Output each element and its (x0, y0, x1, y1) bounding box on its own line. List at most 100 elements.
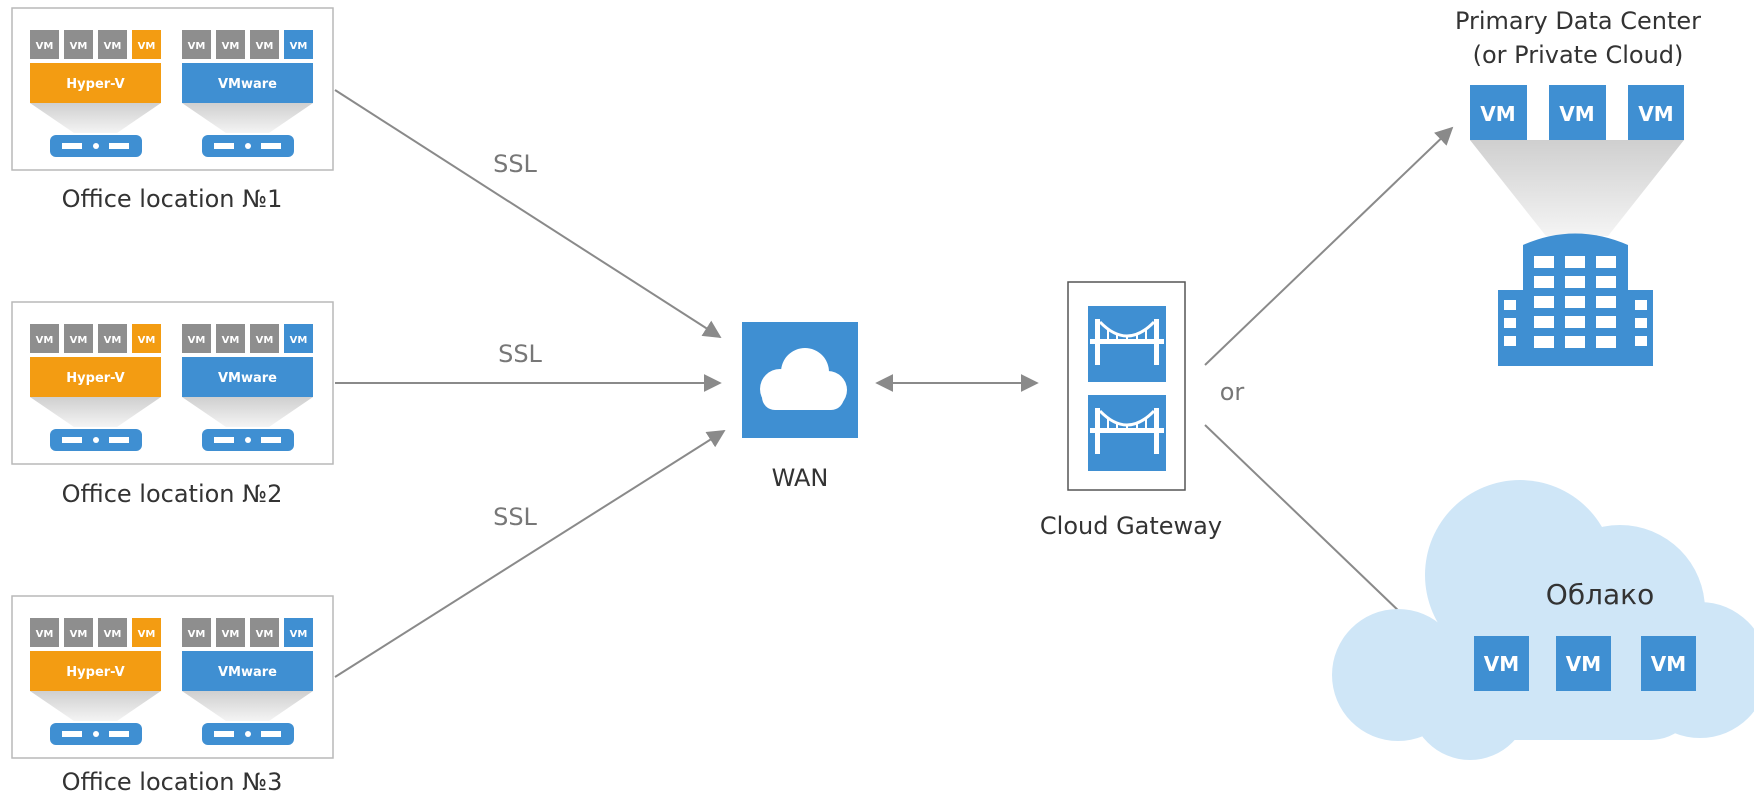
hyperv-label: Hyper-V (66, 371, 124, 386)
gateway-label: Cloud Gateway (1040, 512, 1222, 540)
vm-tile (216, 618, 245, 647)
vm-label: VM (222, 629, 240, 640)
vm-tile (284, 30, 313, 59)
hyperv-label: Hyper-V (66, 77, 124, 92)
beam (30, 397, 161, 427)
vm-tile (182, 324, 211, 353)
ssl-link-1 (334, 89, 722, 338)
vm-tile (132, 30, 161, 59)
beam (1470, 140, 1684, 236)
vm-tile (98, 618, 127, 647)
vm-tile (98, 30, 127, 59)
server-icon (202, 135, 294, 157)
vm-label: VM (290, 335, 308, 346)
vm-label: VM (138, 629, 156, 640)
vm-tile (98, 324, 127, 353)
cloud-node: Облако VM VM VM (1332, 480, 1754, 760)
beam (30, 103, 161, 133)
cloud-icon (760, 348, 847, 410)
hyperv-bar (30, 357, 161, 397)
cloud-label: Облако (1546, 578, 1654, 611)
cloud-shape-icon (1332, 480, 1754, 760)
office-location-2: VM VM VM VM Hyper-V VM VM VM VM VMwar (11, 301, 334, 465)
hyperv-bar (30, 63, 161, 103)
ssl-link-3 (334, 430, 726, 678)
vm-separator (1527, 85, 1549, 140)
vm-label: VM (1559, 102, 1594, 126)
vm-label: VM (104, 41, 122, 52)
hyperv-label: Hyper-V (66, 665, 124, 680)
vm-label: VM (1566, 652, 1601, 676)
vm-tile (64, 618, 93, 647)
vm-tile (30, 618, 59, 647)
vm-label: VM (36, 629, 54, 640)
vm-tile (250, 30, 279, 59)
server-icon (202, 723, 294, 745)
beam (182, 397, 313, 427)
vm-label: VM (36, 41, 54, 52)
vmware-label: VMware (218, 77, 277, 92)
datacenter-vm-bar (1470, 85, 1684, 140)
cloud-gateway-node (1067, 281, 1186, 491)
or-label: or (1220, 378, 1245, 406)
beam (182, 691, 313, 721)
vmware-bar (182, 651, 313, 691)
server-icon (202, 429, 294, 451)
bridge-icon (1088, 306, 1166, 382)
office-label-2: Office location №2 (62, 480, 283, 508)
vm-tile (216, 30, 245, 59)
hyperv-group: VM VM VM VM Hyper-V (30, 324, 161, 451)
vmware-bar (182, 63, 313, 103)
vm-separator (1606, 85, 1628, 140)
vm-label: VM (104, 629, 122, 640)
vm-label: VM (70, 629, 88, 640)
office-location-1: VM VM VM VM Hyper-V VM VM VM VM (11, 7, 334, 171)
vm-tile (132, 618, 161, 647)
ssl-label-2: SSL (498, 340, 542, 368)
ssl-label-1: SSL (493, 150, 537, 178)
vm-label: VM (290, 41, 308, 52)
datacenter-title-line2: (or Private Cloud) (1473, 41, 1684, 69)
vm-tile (216, 324, 245, 353)
vm-label: VM (188, 629, 206, 640)
vmware-group: VM VM VM VM VMware (182, 618, 313, 745)
beam (30, 691, 161, 721)
vm-tile (182, 30, 211, 59)
hyperv-group: VM VM VM VM Hyper-V (30, 618, 161, 745)
vm-label: VM (70, 335, 88, 346)
vm-label: VM (138, 335, 156, 346)
vm-tile (64, 30, 93, 59)
cloud-vm (1474, 636, 1529, 691)
ssl-label-3: SSL (493, 503, 537, 531)
hyperv-group: VM VM VM VM Hyper-V (30, 30, 161, 157)
vm-label: VM (188, 335, 206, 346)
vmware-label: VMware (218, 371, 277, 386)
cloud-vm (1641, 636, 1696, 691)
office-label-1: Office location №1 (62, 185, 283, 213)
vmware-group: VM VM VM VM VMware (182, 30, 313, 157)
datacenter-node: VM VM VM (1470, 85, 1684, 366)
vm-label: VM (70, 41, 88, 52)
office-label-3: Office location №3 (62, 768, 283, 795)
vm-tile (250, 618, 279, 647)
vm-tile (132, 324, 161, 353)
vm-label: VM (1484, 652, 1519, 676)
bridge-icon (1088, 395, 1166, 471)
vm-label: VM (188, 41, 206, 52)
building-icon (1498, 233, 1653, 366)
vmware-group: VM VM VM VM VMware (182, 324, 313, 451)
vm-label: VM (104, 335, 122, 346)
vm-tile (30, 30, 59, 59)
vm-tile (182, 618, 211, 647)
server-icon (50, 723, 142, 745)
vm-label: VM (256, 41, 274, 52)
vm-tile (30, 324, 59, 353)
vm-label: VM (222, 41, 240, 52)
vm-label: VM (138, 41, 156, 52)
vm-label: VM (256, 629, 274, 640)
vm-label: VM (36, 335, 54, 346)
vm-label: VM (1480, 102, 1515, 126)
hyperv-bar (30, 651, 161, 691)
vm-tile (284, 324, 313, 353)
